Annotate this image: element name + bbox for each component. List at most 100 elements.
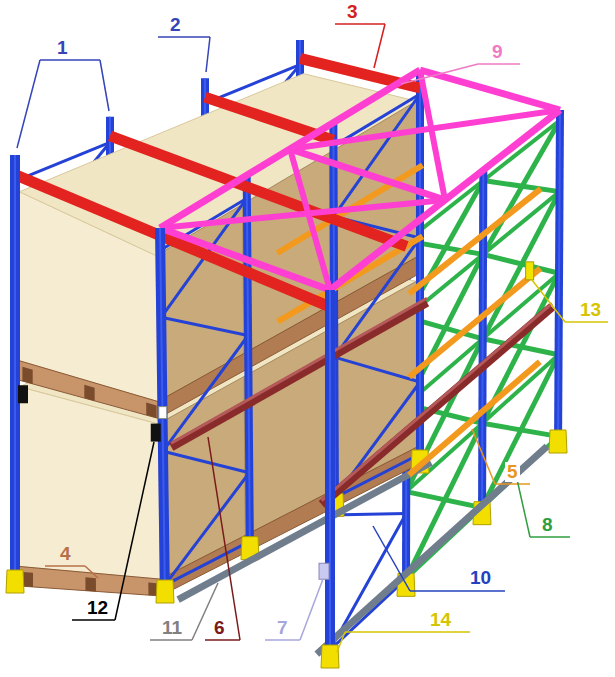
callout-underline (205, 639, 240, 641)
green-brace (482, 355, 558, 423)
black-bracket (18, 385, 28, 403)
upright-post (558, 110, 560, 450)
callout-underline (565, 321, 608, 323)
black-bracket (151, 424, 161, 442)
callout-underline (150, 639, 192, 641)
leader-line (206, 37, 210, 72)
green-brace (483, 254, 559, 273)
callout-underline (72, 619, 115, 621)
callout-number: 12 (85, 598, 110, 618)
pallet-load (19, 387, 160, 579)
frame-brace (334, 357, 420, 382)
callout-underline (335, 23, 385, 25)
pallet (19, 566, 160, 595)
foot-plate (321, 645, 339, 668)
leader-line (100, 60, 109, 111)
callout-number: 9 (490, 42, 505, 62)
foot-plate (156, 580, 174, 603)
pallet (160, 447, 416, 596)
callout-underline (410, 590, 505, 592)
leader-line (373, 526, 410, 591)
upright-post (325, 290, 335, 665)
top-tie (160, 228, 330, 290)
top-beam (110, 136, 407, 246)
top-tie (290, 149, 330, 290)
pallet-block (84, 385, 94, 401)
green-brace (482, 423, 558, 436)
callout-underline (45, 565, 85, 567)
foot-plate (6, 570, 24, 593)
drive-in-rail (171, 298, 427, 443)
callout-underline (158, 36, 210, 38)
callout-number: 5 (505, 462, 520, 482)
green-brace (406, 492, 482, 508)
callout-number: 2 (168, 15, 183, 35)
pallet (19, 361, 158, 419)
drive-in-rail (322, 307, 552, 504)
lavender-bracket (319, 563, 329, 579)
callout-number: 3 (345, 2, 360, 22)
callout-number: 6 (212, 618, 227, 638)
leader-line (17, 60, 40, 148)
frame-brace (163, 451, 249, 473)
drive-in-rail (171, 302, 427, 447)
green-brace (483, 192, 560, 339)
callout-number: 13 (578, 300, 603, 320)
upright-highlight (558, 110, 560, 450)
callout-number: 1 (55, 38, 70, 58)
leader-line (401, 64, 478, 84)
foot-plate (549, 430, 567, 453)
upright-post (10, 155, 20, 590)
leader-lines (17, 24, 608, 652)
green-brace (483, 120, 560, 180)
yellow-bracket (526, 262, 534, 280)
upright-post (482, 170, 483, 522)
green-brace (483, 181, 559, 192)
callout-underline (265, 639, 300, 641)
callout-number: 14 (428, 610, 453, 630)
callout-underline (40, 59, 100, 61)
support-arm (409, 362, 540, 475)
callout-number: 4 (58, 544, 73, 564)
upright-post (247, 175, 250, 556)
top-tie (420, 70, 445, 200)
callout-underline (345, 631, 470, 633)
rack (6, 40, 567, 668)
callout-underline (478, 63, 520, 65)
leader-line (374, 24, 385, 68)
upright-highlight (329, 290, 331, 665)
top-tie (160, 200, 445, 228)
leader-line (532, 280, 565, 322)
leader-line (85, 566, 98, 578)
top-tie (290, 149, 445, 200)
callout-number: 8 (540, 515, 555, 535)
floor-guide-rail (317, 446, 547, 654)
callout-number: 10 (468, 568, 493, 588)
callout-number: 11 (160, 618, 184, 638)
frame-brace (161, 317, 248, 335)
leader-line (472, 429, 495, 484)
pallet-block (22, 367, 32, 384)
frame-brace (165, 541, 250, 585)
leader-line (337, 632, 345, 652)
pallet-block (146, 403, 156, 418)
upright-highlight (247, 175, 250, 556)
callout-underline (495, 483, 530, 485)
pallet-block (85, 577, 96, 591)
leader-line (208, 437, 240, 640)
callout-underline (530, 536, 570, 538)
floor-guide-rail (178, 462, 431, 599)
support-arm (409, 268, 540, 377)
pallet (158, 257, 416, 418)
leader-line (115, 442, 154, 620)
upright-highlight (14, 155, 16, 590)
top-tie (420, 70, 560, 110)
drive-in-rail (322, 304, 552, 501)
callout-number: 7 (275, 618, 290, 638)
top-tie (290, 110, 560, 149)
id-plate (159, 407, 167, 419)
leader-line (300, 579, 323, 640)
frame-brace (163, 335, 248, 451)
